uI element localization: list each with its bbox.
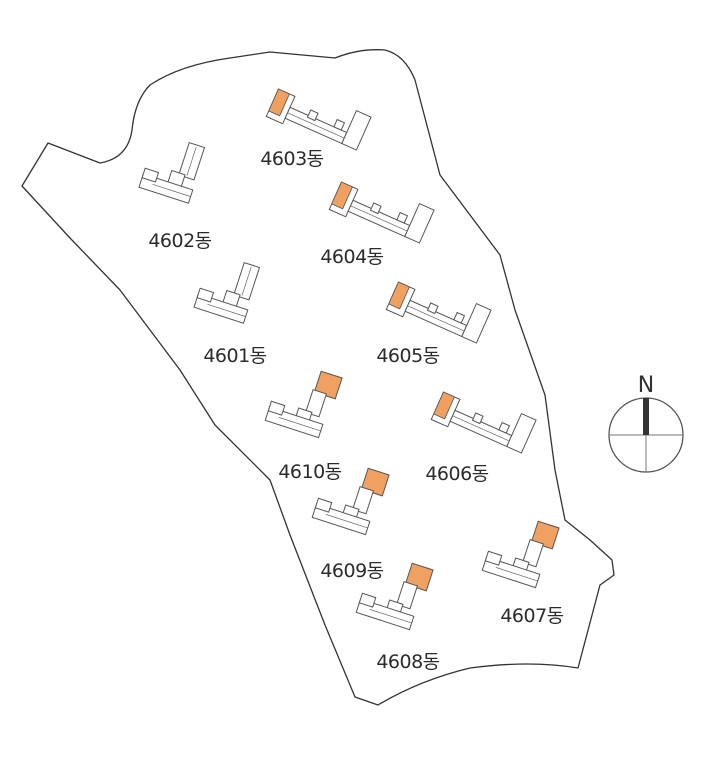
building-footprint bbox=[355, 562, 434, 631]
building-footprint bbox=[385, 281, 492, 344]
highlight-unit bbox=[331, 181, 353, 210]
building-4606[interactable]: 4606동 bbox=[425, 381, 537, 485]
building-4603[interactable]: 4603동 bbox=[260, 78, 372, 170]
building-4605[interactable]: 4605동 bbox=[376, 271, 492, 367]
building-footprint bbox=[265, 88, 372, 151]
building-label-4604: 4604동 bbox=[320, 246, 383, 268]
building-footprint bbox=[193, 261, 261, 324]
building-footprint bbox=[328, 181, 435, 244]
building-label-4602: 4602동 bbox=[148, 230, 211, 252]
highlight-unit bbox=[268, 88, 290, 117]
building-label-4607: 4607동 bbox=[500, 605, 563, 627]
building-footprint bbox=[138, 141, 206, 204]
compass: N bbox=[608, 373, 684, 473]
highlight-unit bbox=[388, 281, 410, 310]
site-boundary bbox=[21, 49, 615, 706]
building-label-4606: 4606동 bbox=[425, 463, 488, 485]
building-label-4610: 4610동 bbox=[278, 461, 341, 483]
building-4602[interactable]: 4602동 bbox=[138, 132, 212, 252]
compass-needle-icon bbox=[643, 398, 649, 435]
building-label-4603: 4603동 bbox=[260, 148, 323, 170]
building-4608[interactable]: 4608동 bbox=[355, 551, 440, 673]
building-4609[interactable]: 4609동 bbox=[311, 456, 390, 582]
compass-north-label: N bbox=[638, 373, 654, 398]
building-label-4609: 4609동 bbox=[320, 560, 383, 582]
building-4610[interactable]: 4610동 bbox=[264, 359, 343, 483]
building-4604[interactable]: 4604동 bbox=[320, 171, 435, 268]
building-label-4605: 4605동 bbox=[376, 345, 439, 367]
highlight-unit bbox=[433, 391, 455, 420]
buildings-layer: 4601동 4602동 4603동 4604동 4605동 4606동 4607동 4608동… bbox=[138, 78, 564, 673]
building-label-4608: 4608동 bbox=[376, 651, 439, 673]
building-4607[interactable]: 4607동 bbox=[481, 509, 564, 627]
building-footprint bbox=[311, 467, 390, 536]
building-footprint bbox=[430, 391, 537, 454]
building-footprint bbox=[481, 520, 560, 589]
building-4601[interactable]: 4601동 bbox=[193, 252, 267, 367]
building-footprint bbox=[264, 370, 343, 439]
building-label-4601: 4601동 bbox=[203, 345, 266, 367]
